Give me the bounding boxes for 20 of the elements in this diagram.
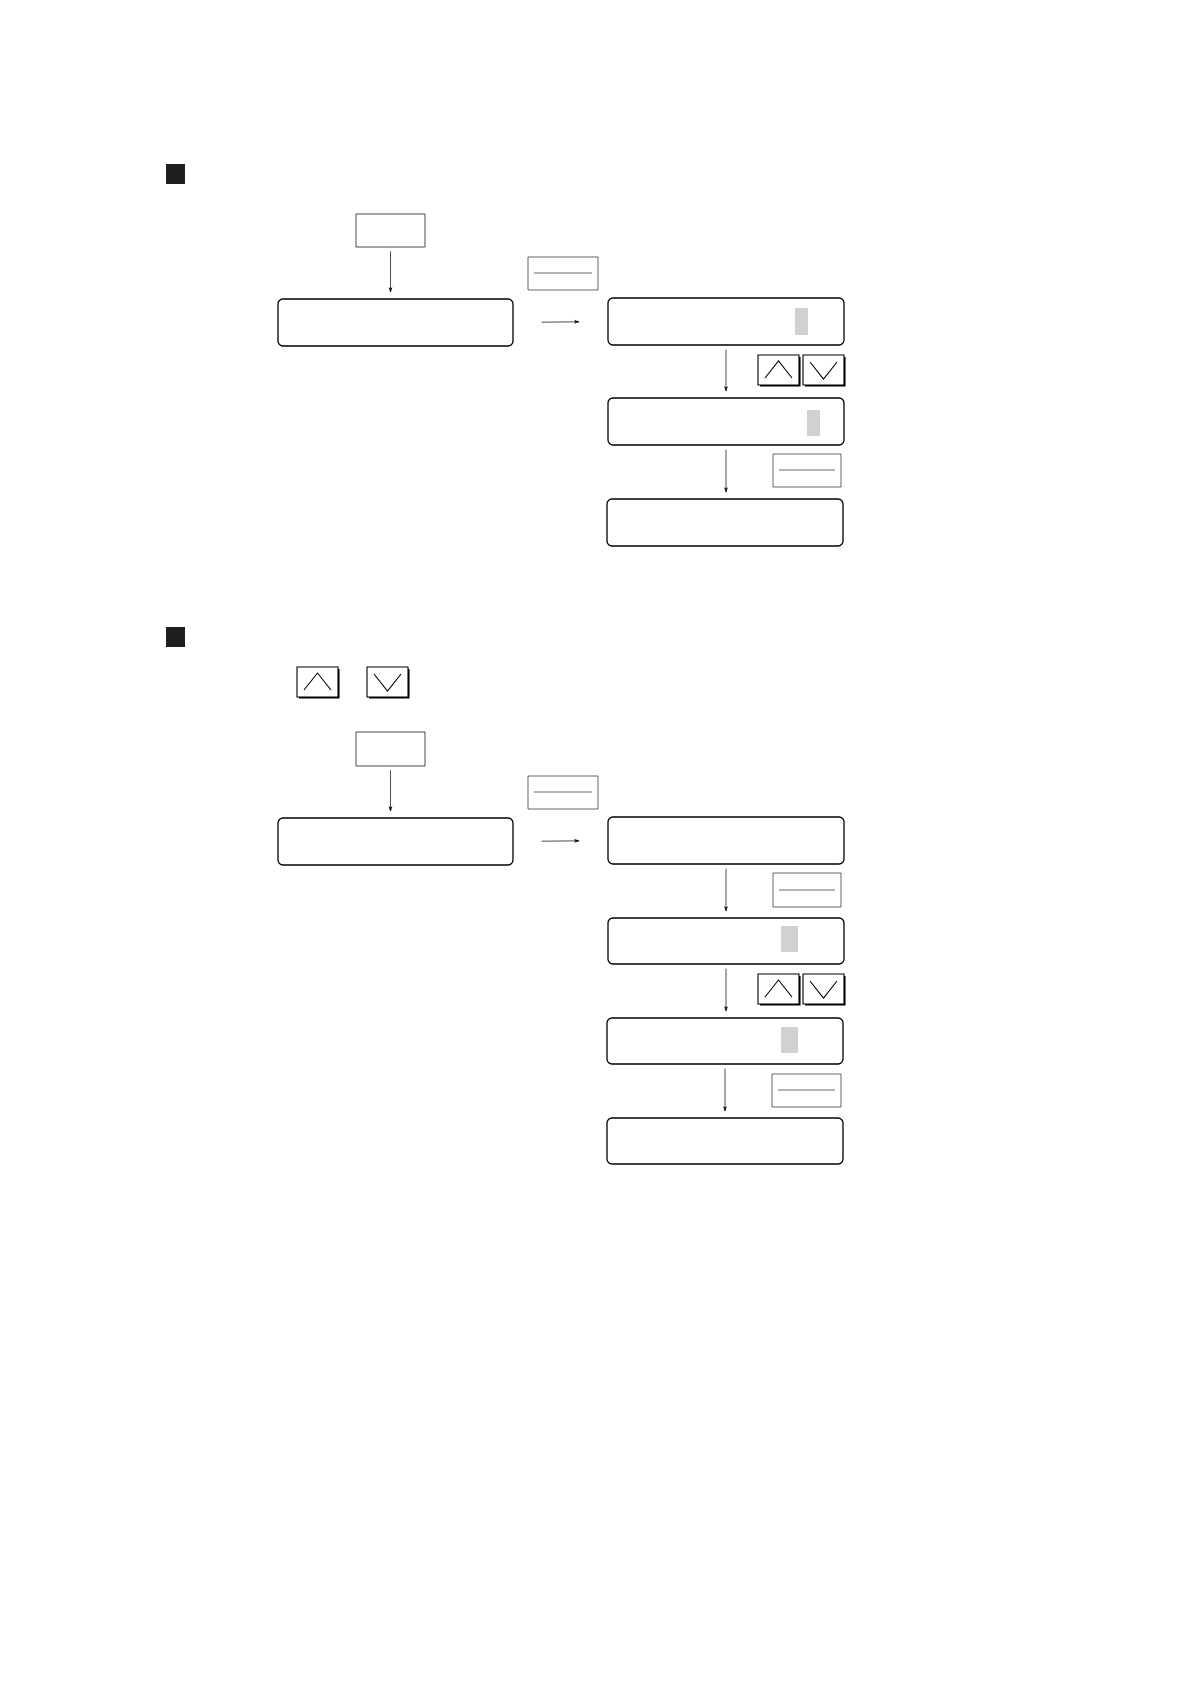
key-box <box>355 213 426 248</box>
display-box <box>607 816 845 865</box>
arrow <box>723 1068 727 1112</box>
display-box <box>277 817 514 866</box>
arrow <box>724 349 728 392</box>
arrow <box>724 968 728 1012</box>
arrow <box>724 449 728 493</box>
key-box <box>355 731 426 767</box>
display-box <box>607 397 845 446</box>
arrow <box>541 320 580 324</box>
arrow <box>388 770 393 812</box>
arrow <box>388 251 393 293</box>
arrow <box>541 839 580 843</box>
arrow <box>724 868 728 912</box>
display-box <box>606 1017 844 1065</box>
display-box <box>607 297 845 346</box>
display-box <box>607 917 845 965</box>
display-box <box>606 498 844 547</box>
display-box <box>606 1117 844 1165</box>
display-box <box>277 298 514 347</box>
